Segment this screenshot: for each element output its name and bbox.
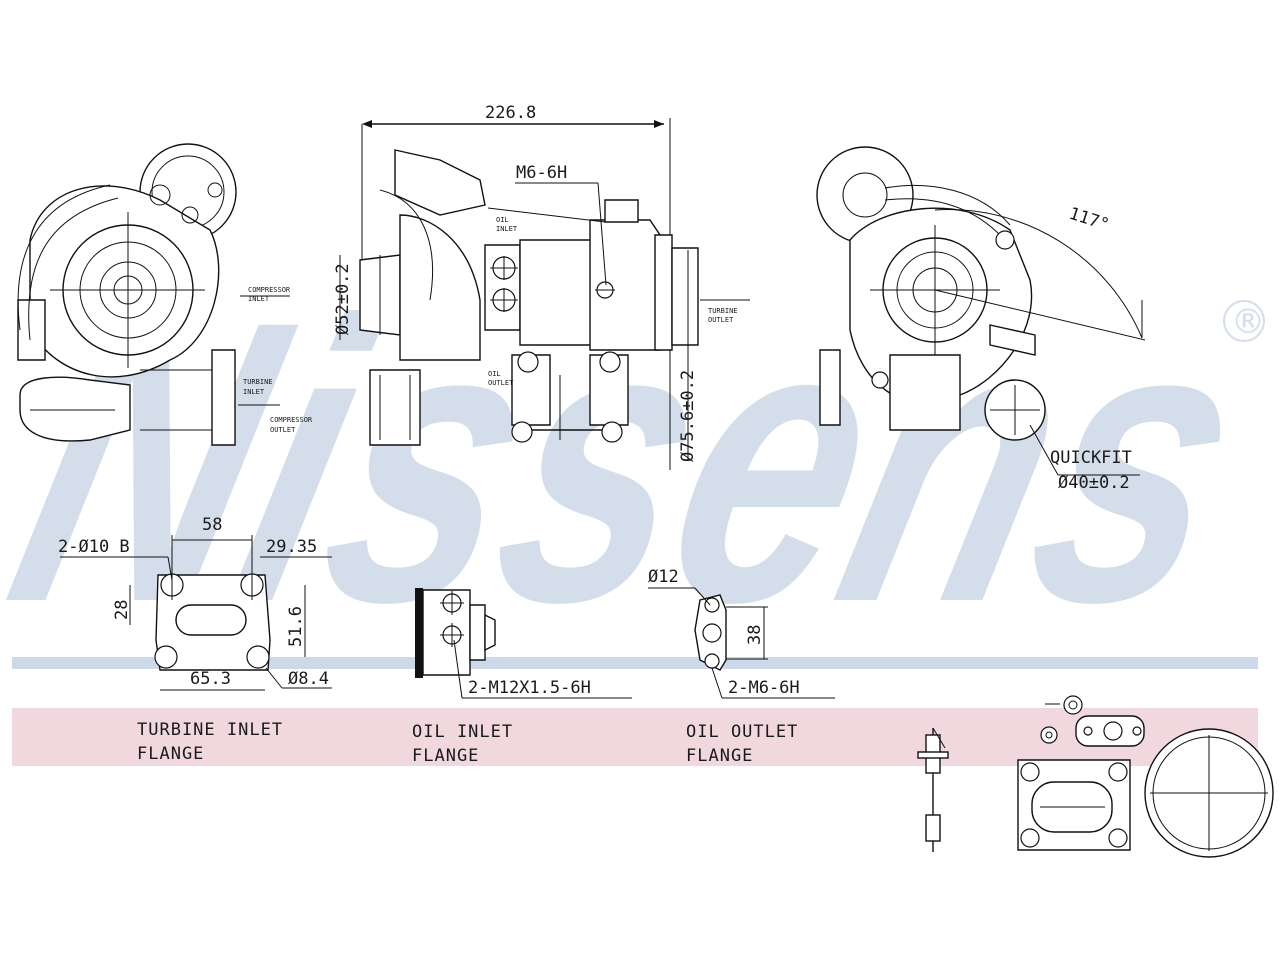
callout-turbine-inlet-l2: INLET [243, 388, 265, 396]
callout-oil-inlet-l2: INLET [496, 225, 518, 233]
oil-inlet-flange-detail [415, 588, 632, 699]
tif-bottom-width: 65.3 [190, 669, 231, 689]
callout-turbine-outlet-l2: OUTLET [708, 316, 734, 324]
turbo-view-right [816, 146, 1146, 476]
dim-compressor-inlet: Ø52±0.2 [333, 263, 353, 335]
caption-turbine-inlet-l1: TURBINE INLET [137, 720, 283, 740]
kit-turbine-gasket [1017, 759, 1131, 851]
callout-compressor-inlet-l1: COMPRESSOR [248, 286, 291, 294]
callout-oil-inlet-l1: OIL [496, 216, 509, 224]
caption-oil-inlet-l2: FLANGE [412, 746, 479, 766]
turbine-inlet-flange-detail [60, 535, 332, 691]
blue-divider-line [12, 657, 1258, 669]
oof-thread: 2-M6-6H [728, 678, 800, 698]
turbo-view-center [339, 118, 699, 470]
tif-width: 58 [202, 515, 222, 535]
tif-small-hole: Ø8.4 [288, 669, 329, 689]
kit-oil-pipe [917, 727, 949, 852]
leader-top-thread [597, 182, 607, 286]
oil-outlet-flange-detail [648, 587, 835, 699]
kit-small-gaskets [1040, 695, 1145, 747]
caption-oil-inlet-l1: OIL INLET [412, 722, 513, 742]
callout-compressor-inlet-l2: INLET [248, 295, 270, 303]
oof-spacing: 38 [745, 625, 765, 645]
callout-oil-outlet-l1: OIL [488, 370, 501, 378]
callout-compressor-outlet-l1: COMPRESSOR [270, 416, 313, 424]
tif-offset: 29.35 [266, 537, 317, 557]
dim-overall-length: 226.8 [485, 103, 536, 123]
callout-compressor-outlet-l2: OUTLET [270, 426, 296, 434]
oif-thread: 2-M12X1.5-6H [468, 678, 591, 698]
tif-height-large: 51.6 [286, 606, 306, 647]
dim-angle: 117° [1066, 204, 1111, 236]
turbo-view-left [17, 143, 237, 446]
oof-dia: Ø12 [648, 567, 679, 587]
registered-mark: ® [1231, 302, 1265, 342]
dim-top-thread: M6-6H [516, 163, 567, 183]
callout-turbine-inlet-l1: TURBINE [243, 378, 273, 386]
caption-oil-outlet-l1: OIL OUTLET [686, 722, 798, 742]
kit-outlet-ring [1144, 728, 1274, 858]
dim-quickfit-label: QUICKFIT [1050, 448, 1132, 468]
registered-mark-circle [1223, 300, 1265, 342]
dim-turbine-outlet: Ø75.6±0.2 [678, 370, 698, 462]
caption-turbine-inlet-l2: FLANGE [137, 744, 204, 764]
callout-turbine-outlet-l1: TURBINE [708, 307, 738, 315]
dim-quickfit-dia: Ø40±0.2 [1058, 473, 1130, 493]
tif-holes: 2-Ø10 B [58, 537, 130, 557]
callout-oil-outlet-l2: OUTLET [488, 379, 514, 387]
caption-oil-outlet-l2: FLANGE [686, 746, 753, 766]
tif-height-small: 28 [112, 600, 132, 620]
